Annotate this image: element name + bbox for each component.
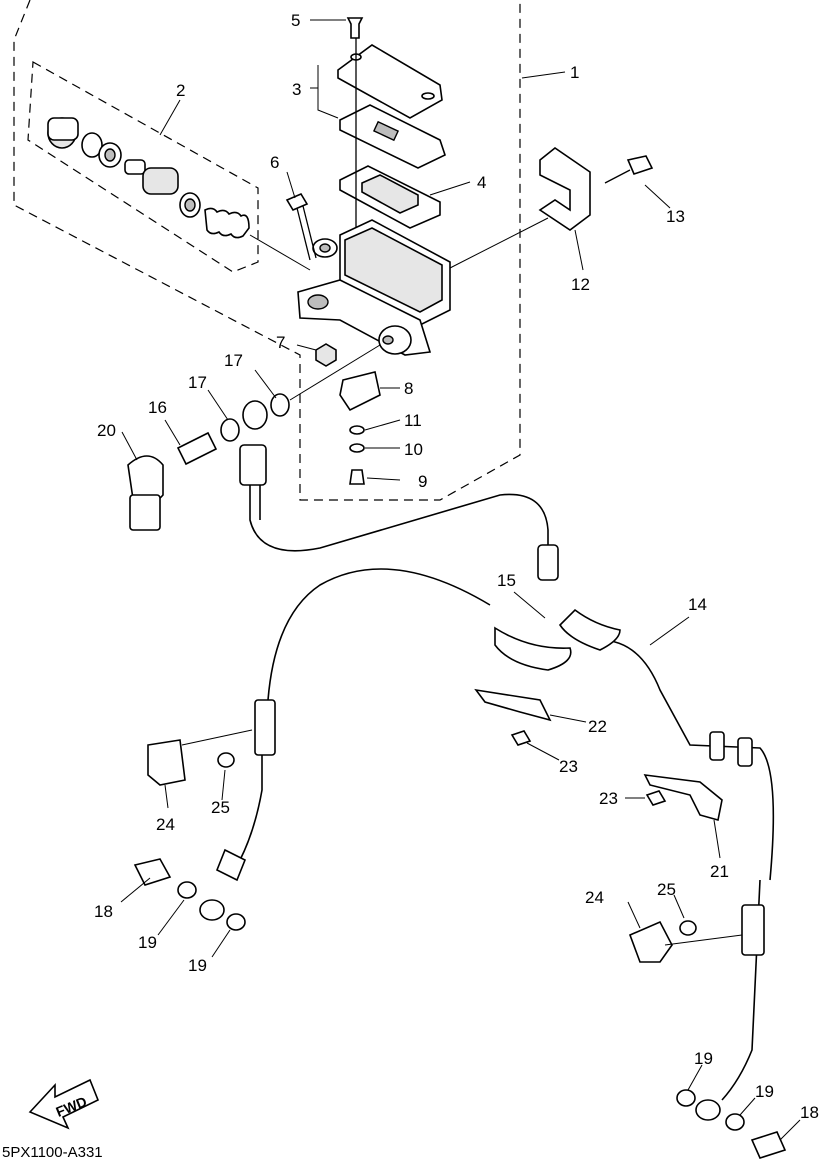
callout-18b: 18 bbox=[800, 1103, 819, 1122]
callout-14: 14 bbox=[688, 595, 707, 614]
callout-6: 6 bbox=[270, 153, 279, 172]
callout-23b: 23 bbox=[599, 789, 618, 808]
callout-11: 11 bbox=[404, 411, 422, 430]
callout-21: 21 bbox=[710, 862, 729, 881]
callout-19a: 19 bbox=[138, 933, 157, 952]
drawing-code: 5PX1100-A331 bbox=[2, 1144, 103, 1161]
callout-20: 20 bbox=[97, 421, 116, 440]
holder-and-bolt bbox=[538, 147, 654, 231]
callout-16: 16 bbox=[148, 398, 167, 417]
callout-23a: 23 bbox=[559, 757, 578, 776]
small-fasteners bbox=[285, 192, 381, 485]
brake-hoses bbox=[199, 444, 775, 1121]
master-cylinder-body bbox=[297, 217, 549, 356]
callout-22: 22 bbox=[588, 717, 607, 736]
callout-25a: 25 bbox=[211, 798, 230, 817]
callout-5: 5 bbox=[291, 11, 300, 30]
callout-18a: 18 bbox=[94, 902, 113, 921]
callout-labels: 1 2 3 4 5 6 7 8 9 10 11 12 13 14 15 16 1… bbox=[94, 11, 819, 1122]
piston-kit-parts bbox=[47, 117, 311, 271]
callout-19d: 19 bbox=[755, 1082, 774, 1101]
banjo-bolt-assembly bbox=[127, 344, 381, 531]
callout-1: 1 bbox=[570, 63, 579, 82]
callout-17a: 17 bbox=[188, 373, 207, 392]
callout-9: 9 bbox=[418, 472, 427, 491]
callout-15: 15 bbox=[497, 571, 516, 590]
callout-4: 4 bbox=[477, 173, 486, 192]
callout-19c: 19 bbox=[694, 1049, 713, 1068]
callout-7: 7 bbox=[276, 333, 285, 352]
callout-13: 13 bbox=[666, 207, 685, 226]
callout-24a: 24 bbox=[156, 815, 175, 834]
callout-19b: 19 bbox=[188, 956, 207, 975]
assembly-2-dashed-outline bbox=[27, 61, 259, 273]
callout-12: 12 bbox=[571, 275, 590, 294]
callout-2: 2 bbox=[176, 81, 185, 100]
assembly-1-dashed-outline bbox=[13, 0, 521, 501]
leader-lines bbox=[120, 19, 801, 1141]
forward-arrow-icon: FWD bbox=[28, 1078, 100, 1130]
callout-8: 8 bbox=[404, 379, 413, 398]
callout-17b: 17 bbox=[224, 351, 243, 370]
callout-3: 3 bbox=[292, 80, 301, 99]
callout-25b: 25 bbox=[657, 880, 676, 899]
reservoir-cover-stack bbox=[337, 17, 446, 240]
callout-10: 10 bbox=[404, 440, 423, 459]
hose-clamps-and-fasteners bbox=[133, 688, 787, 1159]
callout-24b: 24 bbox=[585, 888, 604, 907]
